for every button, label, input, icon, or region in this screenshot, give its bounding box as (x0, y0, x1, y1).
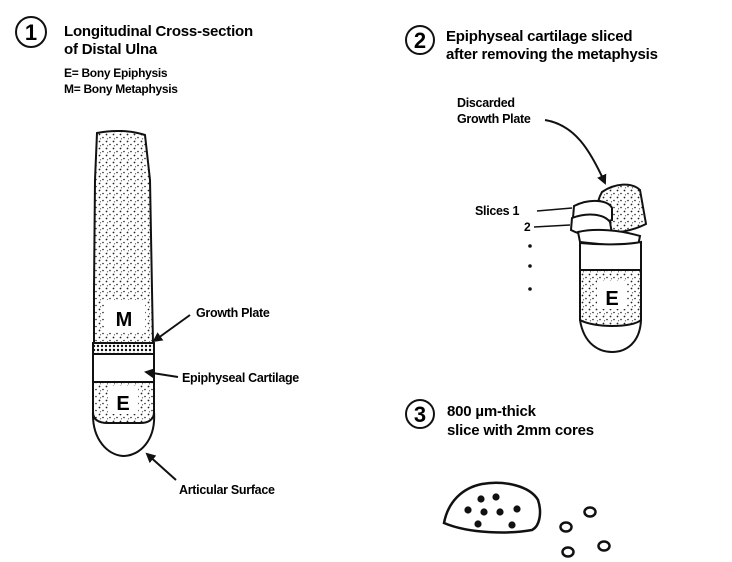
panel-3: 3 800 µm-thick slice with 2mm cores (406, 400, 610, 557)
discarded-label-line1: Discarded (457, 96, 515, 110)
core-hole (492, 493, 499, 500)
growth-plate-band (93, 343, 154, 354)
slices-label: Slices 1 (475, 204, 520, 218)
epiphyseal-cartilage-label: Epiphyseal Cartilage (182, 371, 299, 385)
slice-2-leader (534, 225, 570, 227)
cored-slice (444, 483, 540, 533)
panel-1: 1 Longitudinal Cross-section of Distal U… (16, 17, 299, 497)
panel-1-title-line1: Longitudinal Cross-section (64, 23, 253, 40)
core-hole (477, 495, 484, 502)
legend-metaphysis: M= Bony Metaphysis (64, 82, 178, 96)
panel-2-title-line2: after removing the metaphysis (446, 46, 658, 63)
discarded-label-line2: Growth Plate (457, 112, 531, 126)
sliced-specimen: E (571, 185, 646, 352)
core (561, 523, 572, 532)
core-hole (508, 521, 515, 528)
epiphysis-label: E (116, 393, 129, 415)
legend-epiphysis: E= Bony Epiphysis (64, 66, 168, 80)
step-1-badge: 1 (16, 17, 46, 47)
slice-outline (444, 483, 540, 533)
core-hole (513, 505, 520, 512)
slice-continuation-dots (528, 244, 532, 291)
specimen-epiphysis-label: E (605, 288, 618, 310)
metaphysis-label: M (116, 309, 133, 331)
step-2-badge: 2 (406, 26, 434, 54)
growth-plate-label: Growth Plate (196, 306, 270, 320)
articular-surface-arrow (147, 454, 176, 480)
slice-2-number: 2 (524, 220, 531, 234)
slice-1-leader (537, 208, 572, 211)
remaining-cartilage (580, 242, 641, 270)
core-hole (474, 520, 481, 527)
ulna-cross-section: M E (93, 131, 154, 456)
extracted-cores (561, 508, 610, 557)
panel-1-title-line2: of Distal Ulna (64, 41, 158, 58)
epiphyseal-cartilage-band (93, 354, 154, 382)
step-3-number: 3 (414, 402, 426, 427)
panel-3-title-line1: 800 µm-thick (447, 403, 537, 420)
step-1-number: 1 (25, 20, 37, 45)
core-hole (496, 508, 503, 515)
core (585, 508, 596, 517)
panel-2: 2 Epiphyseal cartilage sliced after remo… (406, 26, 658, 352)
discarded-arrow (545, 120, 605, 183)
panel-2-title-line1: Epiphyseal cartilage sliced (446, 28, 632, 45)
articular-surface-label: Articular Surface (179, 483, 275, 497)
step-2-number: 2 (414, 28, 426, 53)
core (563, 548, 574, 557)
growth-plate-arrow (154, 315, 190, 341)
core (599, 542, 610, 551)
core-hole (480, 508, 487, 515)
step-3-badge: 3 (406, 400, 434, 428)
panel-3-title-line2: slice with 2mm cores (447, 422, 594, 439)
core-hole (464, 506, 471, 513)
